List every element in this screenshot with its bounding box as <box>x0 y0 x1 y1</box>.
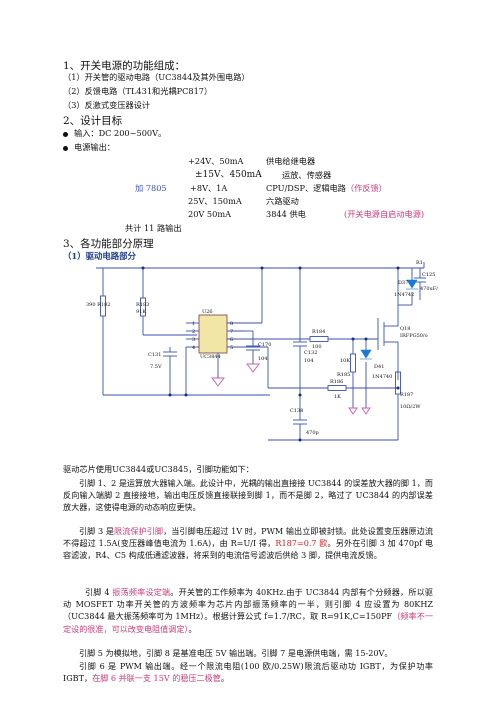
ground-icon <box>211 377 225 387</box>
label-r187: R187 <box>400 392 413 398</box>
section-1-title: 1、开关电源的功能组成： <box>63 60 186 72</box>
label-r182: 390 R182 <box>86 302 110 308</box>
pin-5: 5 <box>230 345 233 351</box>
label-r1: R1 <box>416 260 423 266</box>
output-row-3-voltage: +8V、1A <box>190 183 228 193</box>
label-r186-value: 1K <box>334 394 341 400</box>
ground-icon <box>246 363 260 373</box>
pin3-text-c: ，当引脚电压超过 1V 时，PWM 输出立即被封锁。此处设置变压器原边流不得超过… <box>63 526 433 549</box>
label-r186: R186 <box>330 379 343 385</box>
output-row-3-desc-text: CPU/DSP、逻辑电路 <box>266 183 346 193</box>
label-c131-value: 7.5V <box>150 364 162 370</box>
paragraph-pin5-8: 引脚 5 为模拟地，引脚 8 是基准电压 5V 输出端。引脚 7 是电源供电端，… <box>79 648 393 658</box>
paragraph-pin1-2: 引脚 1、2 是运算放大器输入端。此设计中，光耦的输出直接接 UC3844 的误… <box>63 478 433 513</box>
pin4-text-a: 引脚 4 <box>85 587 113 597</box>
pin-6: 6 <box>230 337 233 343</box>
pin3-text-e: 。另外在引脚 3 加 470pf 电容滤波，R4、C5 构成低通滤波器，将采到的… <box>63 538 433 561</box>
output-row-2-voltage: ±15V、450mA <box>195 170 262 180</box>
pin6-text-a: 引脚 6 是 PWM 输出端。经一个限流电阻(100 欧/0.25W)限流后驱动… <box>63 661 433 684</box>
chip-name: UC3844 <box>200 354 221 360</box>
pin6-highlight: 在脚 6 并联一支 15V 的稳压二极管 <box>92 673 221 684</box>
output-row-1-voltage: +24V、50mA <box>188 156 244 166</box>
output-row-3-prefix: 加 7805 <box>135 183 167 193</box>
section-3-title: 3、各功能部分原理 <box>63 238 154 250</box>
label-c170-value: 104 <box>258 356 268 362</box>
label-c170: C170 <box>258 342 271 348</box>
uc3844-chip-body <box>198 314 228 354</box>
label-c138: C138 <box>290 408 303 414</box>
d37-diode-symbol <box>406 279 418 289</box>
label-c131: C131 <box>148 352 161 358</box>
sec1-item-1: （1）开关管的驱动电路（UC3844及其外围电路） <box>63 72 250 82</box>
label-c138-value: 470p <box>306 430 319 436</box>
output-total: 共计 11 路输出 <box>125 223 182 233</box>
label-c125-value: 470uF/ <box>420 286 438 292</box>
sec1-item-2: （2）反馈电路（TL431和光耦PC817） <box>63 86 213 96</box>
output-row-3-desc: CPU/DSP、逻辑电路（作反馈） <box>266 183 387 194</box>
pin6-text-c: 。 <box>220 673 229 684</box>
label-r185: R185 <box>337 372 350 378</box>
pin-2: 2 <box>192 329 195 335</box>
pin-1: 1 <box>192 321 195 327</box>
label-c125: C125 <box>422 272 435 278</box>
label-c132-value: 104 <box>304 358 314 364</box>
label-q18-value: IRFPG50/o <box>400 333 428 339</box>
label-d37-value: 1N4742 <box>394 292 414 298</box>
output-row-5-note: (开关电源自启动电源) <box>344 209 425 219</box>
chip-ref: U26 <box>202 309 213 315</box>
output-row-4-desc: 六路驱动 <box>266 196 299 206</box>
pin4-text-c: 。开关管的工作频率为 40KHz.由于 UC3844 内部有个分频器，所以驱动 … <box>63 587 434 622</box>
output-row-4-voltage: 25V、150mA <box>188 196 242 206</box>
pin4-note: （频率不一定设的很准，可以改变电阻值调定） <box>63 611 433 634</box>
input-spec: 输入：DC 200~500V。 <box>63 128 166 139</box>
body-intro: 驱动芯片使用UC3844或UC3845，引脚功能如下： <box>63 464 254 474</box>
pin3-highlight: 限流保护引脚 <box>114 526 164 536</box>
label-d41-value: 1N4740 <box>372 374 392 380</box>
paragraph-pin4: 引脚 4 振荡频率设定端。开关管的工作频率为 40KHz.由于 UC3844 内… <box>63 586 433 635</box>
output-row-1-desc: 供电给继电器 <box>266 156 316 166</box>
label-c132: C132 <box>304 350 317 356</box>
pin-4: 4 <box>192 345 195 351</box>
label-r183: R183 <box>136 302 149 308</box>
pin4-highlight: 振荡频率设定端 <box>112 587 171 597</box>
label-r185-value: 10K <box>340 358 350 364</box>
label-d37: D37 <box>398 280 408 286</box>
label-r183-value: 91K <box>136 309 146 315</box>
label-r184: R184 <box>312 329 325 335</box>
ground-icon <box>348 407 358 415</box>
sec1-item-3: （3）反激式变压器设计 <box>63 100 151 110</box>
pin-7: 7 <box>230 329 233 335</box>
output-row-2-desc: 运放、传感器 <box>282 170 332 180</box>
output-row-5-desc: 3844 供电 <box>266 209 306 219</box>
pin3-text-a: 引脚 3 是 <box>79 526 114 536</box>
ground-icon <box>361 407 371 415</box>
pin-3: 3 <box>192 337 195 343</box>
output-row-3-note: （作反馈） <box>345 183 387 193</box>
section-3-subtitle: （1）驱动电路部分 <box>63 251 136 261</box>
label-d41: D41 <box>374 364 384 370</box>
output-label-text: 电源输出： <box>74 142 115 152</box>
pin3-r187-value: R187=0.7 欧 <box>275 538 328 549</box>
label-r184-value: 100 <box>312 344 322 350</box>
pin4-text-e: 。 <box>188 623 197 634</box>
label-q18: Q18 <box>400 326 410 332</box>
input-text: 输入：DC 200~500V。 <box>74 128 167 138</box>
output-row-5-voltage: 20V 50mA <box>188 209 232 219</box>
bullet-icon <box>63 131 68 137</box>
d41-diode-symbol <box>360 349 372 359</box>
paragraph-pin3: 引脚 3 是限流保护引脚，当引脚电压超过 1V 时，PWM 输出立即被封锁。此处… <box>63 525 433 562</box>
paragraph-pin6: 引脚 6 是 PWM 输出端。经一个限流电阻(100 欧/0.25W)限流后驱动… <box>63 660 433 684</box>
section-2-title: 2、设计目标 <box>63 115 123 127</box>
bullet-icon <box>63 145 68 151</box>
label-r187-value: 10Ω/2W <box>400 404 421 410</box>
output-label: 电源输出： <box>63 142 115 153</box>
pin-8: 8 <box>230 321 233 327</box>
